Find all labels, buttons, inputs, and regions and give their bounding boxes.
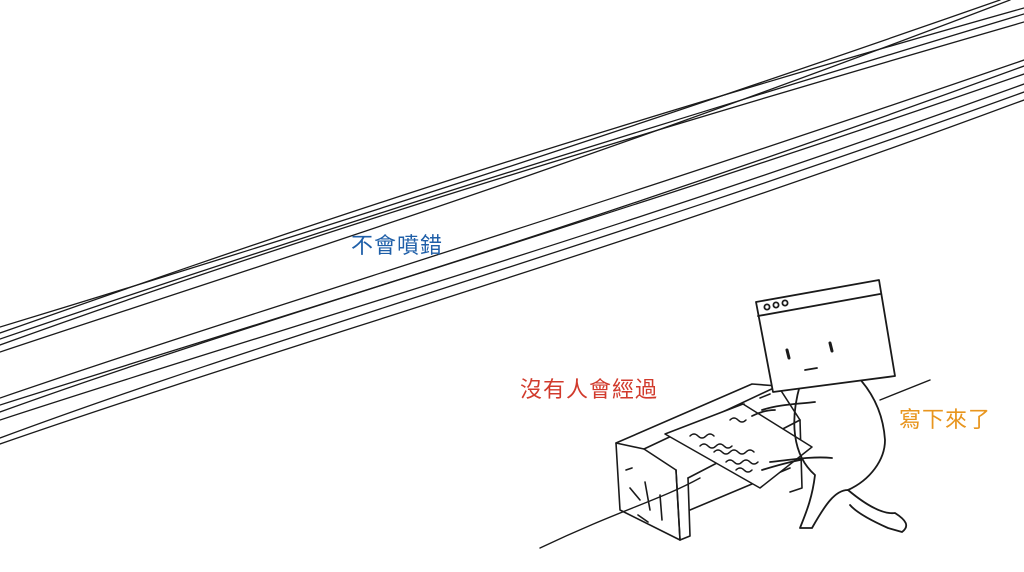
tangled-wires	[0, 0, 1024, 445]
browser-character	[751, 279, 908, 533]
caption-written-down: 寫下來了	[899, 408, 992, 433]
floor-line	[539, 379, 931, 549]
caption-no-errors: 不會噴錯	[351, 234, 444, 259]
caption-nobody-passes: 沒有人會經過	[520, 378, 659, 403]
paper-note	[664, 403, 813, 489]
